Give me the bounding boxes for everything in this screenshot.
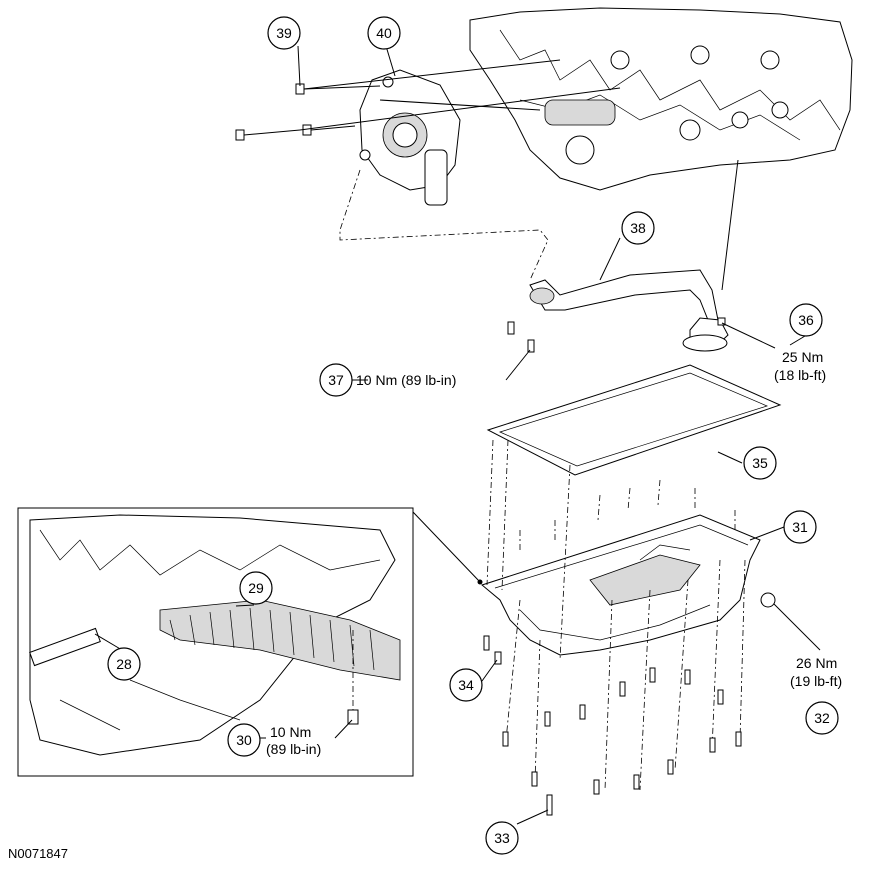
- callout-label: 40: [376, 25, 392, 41]
- bolt-alignment-lines: [486, 439, 746, 791]
- pump-bolts: [235, 83, 381, 141]
- callout-label: 32: [814, 710, 830, 726]
- callout-label: 29: [248, 580, 264, 596]
- callout-label: 34: [458, 677, 474, 693]
- callout-label: 36: [798, 312, 814, 328]
- callout-38: 38: [621, 211, 655, 245]
- callout-35: 35: [743, 446, 777, 480]
- torque-spec-36-lbft: (18 lb-ft): [774, 367, 826, 383]
- engine-block: [469, 7, 853, 191]
- torque-spec-32-nm: 26 Nm: [796, 655, 837, 671]
- leader-lines: [94, 45, 821, 825]
- callout-label: 35: [752, 455, 768, 471]
- torque-spec-36-nm: 25 Nm: [782, 349, 823, 365]
- callout-34: 34: [449, 668, 483, 702]
- torque-spec-32-lbft: (19 lb-ft): [790, 673, 842, 689]
- callout-label: 28: [116, 656, 132, 672]
- oil-pump: [359, 69, 461, 206]
- callout-label: 38: [630, 220, 646, 236]
- callout-28: 28: [107, 647, 141, 681]
- callout-36: 36: [789, 303, 823, 337]
- callout-39: 39: [267, 16, 301, 50]
- callout-37: 37: [319, 363, 353, 397]
- callout-32: 32: [805, 701, 839, 735]
- callout-33: 33: [485, 821, 519, 855]
- callout-29: 29: [239, 571, 273, 605]
- figure-id: N0071847: [8, 846, 68, 861]
- oil-pickup-tube: [529, 269, 729, 352]
- callout-31: 31: [783, 510, 817, 544]
- callout-label: 33: [494, 830, 510, 846]
- callout-label: 31: [792, 519, 808, 535]
- oil-pan-gasket: [486, 364, 782, 476]
- pan-bolts: [483, 635, 742, 816]
- callout-40: 40: [367, 16, 401, 50]
- callout-label: 37: [328, 372, 344, 388]
- detail-inset: [17, 507, 414, 777]
- torque-spec-30-nm: 10 Nm: [270, 724, 311, 740]
- torque-spec-37: 10 Nm (89 lb-in): [356, 372, 456, 388]
- callout-30: 30: [227, 723, 261, 757]
- torque-spec-30-lbin: (89 lb-in): [266, 741, 321, 757]
- gasket-bolt-marks: [519, 479, 736, 550]
- callout-label: 30: [236, 732, 252, 748]
- callout-label: 39: [276, 25, 292, 41]
- oil-pan: [480, 514, 776, 656]
